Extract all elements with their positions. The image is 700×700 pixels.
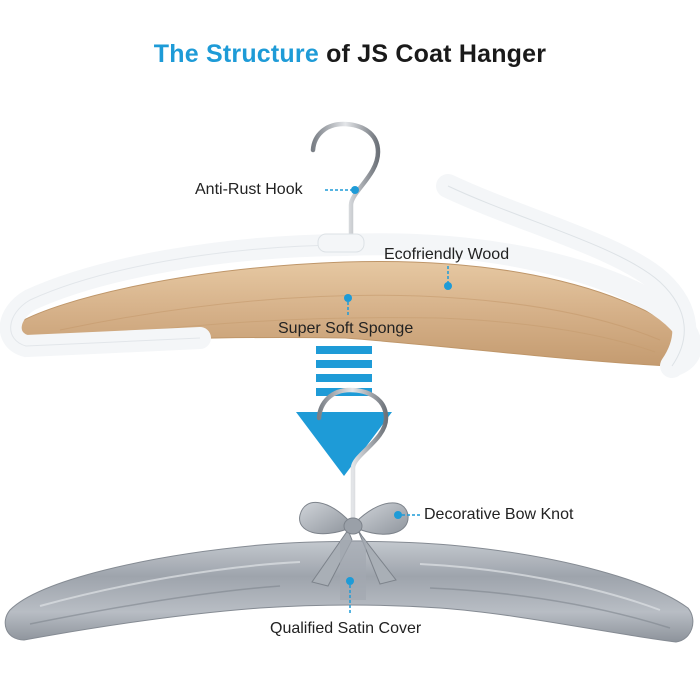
anti-rust-hook [310,121,381,255]
label-decorative-bow-knot: Decorative Bow Knot [424,506,574,523]
page-title: The Structure of JS Coat Hanger [0,40,700,69]
satin-hook [316,387,389,523]
sponge-hanger [0,121,700,378]
title-accent: The Structure [153,40,319,68]
title-rest: of JS Coat Hanger [326,40,547,68]
label-qualified-satin-cover: Qualified Satin Cover [270,620,422,637]
label-ecofriendly-wood: Ecofriendly Wood [384,246,510,263]
label-anti-rust-hook: Anti-Rust Hook [195,181,303,198]
label-super-soft-sponge: Super Soft Sponge [278,320,414,337]
down-arrow-icon [296,346,392,476]
satin-hanger [4,387,694,643]
callouts [325,186,452,614]
